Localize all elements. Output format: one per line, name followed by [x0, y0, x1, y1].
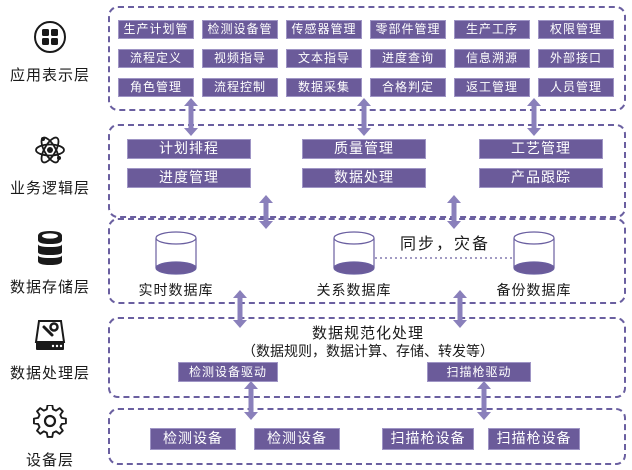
business-item[interactable]: 进度管理	[127, 168, 251, 188]
database-cylinder-icon	[155, 231, 197, 275]
app-item[interactable]: 生产计划管理	[118, 20, 194, 53]
double-arrow-icon	[453, 290, 467, 328]
application-layer-box	[108, 6, 626, 111]
atom-icon	[0, 133, 100, 171]
database-label: 备份数据库	[496, 283, 572, 299]
device-layer-box	[108, 408, 626, 465]
app-item[interactable]: 进度查询	[370, 49, 446, 68]
double-arrow-icon	[244, 381, 258, 420]
database-cylinder-icon	[333, 231, 375, 275]
layer-label-device: 设备层	[0, 404, 100, 470]
grid-four-icon	[0, 20, 100, 58]
gear-icon	[0, 404, 100, 443]
layer-title: 设备层	[25, 451, 74, 469]
app-item[interactable]: 合格判定	[370, 78, 446, 97]
sync-backup-label: 同步，灾备	[400, 234, 491, 253]
app-item[interactable]: 零部件管理	[370, 20, 446, 39]
device-detection-2[interactable]: 检测设备	[254, 428, 340, 450]
app-item[interactable]: 外部接口	[538, 49, 614, 68]
database-label: 关系数据库	[316, 283, 392, 299]
business-layer-box	[108, 124, 626, 218]
double-arrow-icon	[477, 381, 491, 420]
sync-dotted-line	[375, 257, 515, 259]
device-scanner-1[interactable]: 扫描枪设备	[382, 428, 474, 450]
app-item[interactable]: 流程定义	[118, 49, 194, 68]
app-item[interactable]: 流程控制	[202, 78, 278, 97]
layer-label-application: 应用表示层	[0, 20, 100, 85]
drive-wrench-icon	[0, 318, 100, 356]
layer-title: 数据处理层	[9, 364, 90, 382]
layer-label-storage: 数据存储层	[0, 230, 100, 297]
business-item[interactable]: 数据处理	[302, 168, 426, 188]
app-item[interactable]: 检测设备管理	[202, 20, 278, 53]
double-arrow-icon	[184, 98, 198, 136]
database-label: 实时数据库	[138, 283, 214, 299]
business-item[interactable]: 计划排程	[127, 139, 251, 159]
double-arrow-icon	[527, 98, 541, 136]
app-item[interactable]: 生产工序	[454, 20, 530, 39]
database-cylinder-icon	[513, 231, 555, 275]
app-item[interactable]: 数据采集	[286, 78, 362, 97]
layer-title: 业务逻辑层	[9, 179, 90, 197]
processing-subtitle: （数据规则，数据计算、存储、转发等）	[242, 344, 494, 360]
double-arrow-icon	[233, 290, 247, 328]
double-arrow-icon	[447, 195, 461, 229]
device-detection-1[interactable]: 检测设备	[150, 428, 236, 450]
app-item[interactable]: 文本指导	[286, 49, 362, 68]
app-item[interactable]: 信息溯源	[454, 49, 530, 68]
app-item[interactable]: 人员管理	[538, 78, 614, 97]
layer-title: 应用表示层	[9, 66, 90, 84]
database-icon	[0, 230, 100, 270]
storage-layer-box	[108, 218, 626, 304]
app-item[interactable]: 返工管理	[454, 78, 530, 97]
business-item[interactable]: 产品跟踪	[479, 168, 603, 188]
driver-scanner[interactable]: 扫描枪驱动	[427, 362, 531, 382]
app-item[interactable]: 角色管理	[118, 78, 194, 97]
layer-label-business: 业务逻辑层	[0, 133, 100, 198]
layer-title: 数据存储层	[9, 278, 90, 296]
layer-label-processing: 数据处理层	[0, 318, 100, 383]
double-arrow-icon	[259, 195, 273, 229]
processing-title: 数据规范化处理	[311, 324, 424, 342]
business-item[interactable]: 工艺管理	[479, 139, 603, 159]
app-item[interactable]: 权限管理	[538, 20, 614, 39]
device-scanner-2[interactable]: 扫描枪设备	[488, 428, 580, 450]
driver-detection-device[interactable]: 检测设备驱动	[178, 362, 278, 382]
app-item[interactable]: 传感器管理	[286, 20, 362, 39]
business-item[interactable]: 质量管理	[302, 139, 426, 159]
double-arrow-icon	[357, 98, 371, 136]
app-item[interactable]: 视频指导	[202, 49, 278, 68]
processing-layer-box	[108, 317, 626, 398]
